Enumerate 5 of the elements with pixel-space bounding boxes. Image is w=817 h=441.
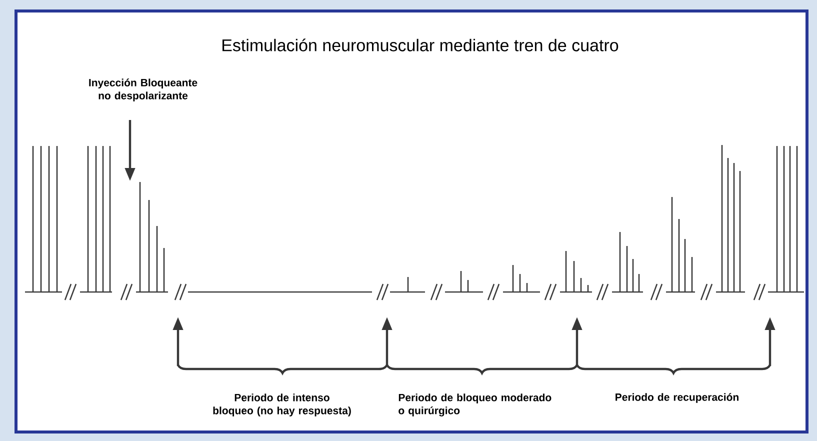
label: Inyección Bloqueante no despolarizante (89, 78, 198, 102)
title: Estimulación neuromuscular mediante tren de cuatro (222, 38, 618, 52)
label: Periodo de bloqueo moderado o quirúrgico (398, 394, 552, 416)
label: Periodo de intenso bloqueo (no hay respuesta) (213, 394, 351, 416)
label: Periodo de recuperación (616, 393, 738, 403)
